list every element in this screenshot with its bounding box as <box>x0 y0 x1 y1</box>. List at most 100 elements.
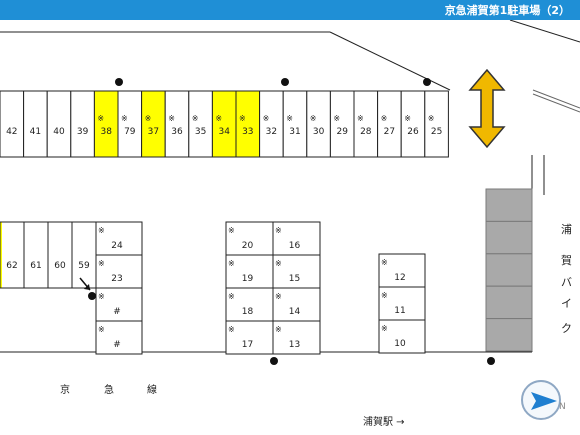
stall-25 <box>424 90 449 158</box>
dot-marker <box>423 78 431 86</box>
stall-number-31: 31 <box>289 127 300 137</box>
stall-number-12: 12 <box>394 273 405 283</box>
bike-label-3: バ <box>561 276 572 289</box>
stall-42 <box>0 90 25 158</box>
stall-number-39: 39 <box>77 127 89 137</box>
stall-59 <box>71 221 97 289</box>
stall-number-59: 59 <box>78 261 90 271</box>
dot-marker <box>487 357 495 365</box>
stall-number-62: 62 <box>6 261 17 271</box>
top-diagonal-line <box>329 31 451 91</box>
stall-mark: ※ <box>275 259 282 268</box>
stall-mark: ※ <box>428 114 435 123</box>
stall-16 <box>272 221 321 256</box>
stall-29 <box>329 90 355 158</box>
stall-number-#: # <box>113 307 121 317</box>
stall-number-27: 27 <box>384 127 395 137</box>
bike-slot <box>485 285 533 320</box>
bike-label-1: 浦 <box>561 223 572 236</box>
double-arrow-icon <box>468 68 506 149</box>
bike-slot <box>485 318 533 352</box>
stall-mark: ※ <box>275 292 282 301</box>
stall-14 <box>272 287 321 322</box>
keikyu-label-1: 京 <box>60 383 70 396</box>
stall-number-41: 41 <box>30 127 41 137</box>
right-diagonal-line <box>509 20 580 43</box>
stall-mark: ※ <box>98 259 105 268</box>
stall-number-16: 16 <box>289 241 301 251</box>
stall-32 <box>259 90 284 158</box>
stall-number-14: 14 <box>289 307 301 317</box>
stall-34 <box>211 90 237 158</box>
stall-number-25: 25 <box>431 127 442 137</box>
stall-mark: ※ <box>275 325 282 334</box>
stall-number-#: # <box>113 340 121 350</box>
stall-mark: ※ <box>381 114 388 123</box>
stall-mark: ※ <box>168 114 175 123</box>
stall-mark: ※ <box>228 325 235 334</box>
stall-61 <box>23 221 49 289</box>
compass-icon: N <box>521 380 566 420</box>
stall-28 <box>353 90 379 158</box>
stall-12 <box>378 253 426 288</box>
stall-number-26: 26 <box>407 127 419 137</box>
stall-number-38: 38 <box>100 127 112 137</box>
stall-33 <box>235 90 261 158</box>
stall-mark: ※ <box>275 226 282 235</box>
bike-slot <box>485 253 533 287</box>
stall-mark: ※ <box>381 291 388 300</box>
stall-mark: ※ <box>215 114 222 123</box>
stall-mark: ※ <box>145 114 152 123</box>
stall-number-40: 40 <box>53 127 65 137</box>
keikyu-label-3: 線 <box>147 383 157 396</box>
right-double-line-a <box>532 89 580 109</box>
station-label: 浦賀駅 → <box>363 415 405 428</box>
stall-mark: ※ <box>239 114 246 123</box>
block-c-stalls: ※12※11※10 <box>378 253 426 354</box>
stall-number-15: 15 <box>289 274 300 284</box>
stall-mark: ※ <box>310 114 317 123</box>
stall-15 <box>272 254 321 289</box>
bike-parking-area <box>485 188 533 352</box>
stall-mark: ※ <box>228 259 235 268</box>
bike-label-4: イ <box>561 297 572 310</box>
stall-number-60: 60 <box>54 261 66 271</box>
stall-number-30: 30 <box>313 127 325 137</box>
stall-mark: ※ <box>98 325 105 334</box>
stall-number-13: 13 <box>289 340 300 350</box>
stall-mark: ※ <box>263 114 270 123</box>
stall-# <box>95 320 143 355</box>
bike-label-2: 賀 <box>561 254 572 267</box>
stall-mark: ※ <box>381 324 388 333</box>
stall-mark: ※ <box>121 114 128 123</box>
stall-number-61: 61 <box>30 261 41 271</box>
stall-mark: ※ <box>381 258 388 267</box>
stall-41 <box>23 90 48 158</box>
stall-37 <box>141 90 166 158</box>
stall-# <box>95 287 143 322</box>
stall-10 <box>378 319 426 354</box>
stall-26 <box>400 90 426 158</box>
stall-number-24: 24 <box>111 241 123 251</box>
stall-60 <box>47 221 73 289</box>
stall-24 <box>95 221 143 256</box>
stall-38 <box>93 90 119 158</box>
stall-number-32: 32 <box>266 127 277 137</box>
dot-marker <box>115 78 123 86</box>
stall-number-20: 20 <box>242 241 254 251</box>
stall-mark: ※ <box>357 114 364 123</box>
bike-slot <box>485 188 533 222</box>
stall-mark: ※ <box>98 226 105 235</box>
stall-mark: ※ <box>98 292 105 301</box>
block-a-stalls: ※24※23※#※# <box>95 221 143 355</box>
left-row-stalls: 62 61 60 59 <box>0 221 97 289</box>
dot-marker <box>281 78 289 86</box>
entry-arrow-head <box>84 284 90 290</box>
bike-slot <box>485 220 533 255</box>
right-double-line-b <box>532 93 580 113</box>
stall-13 <box>272 320 321 355</box>
bike-label-5: ク <box>561 322 572 335</box>
stall-number-79: 79 <box>124 127 136 137</box>
stall-18 <box>225 287 274 322</box>
